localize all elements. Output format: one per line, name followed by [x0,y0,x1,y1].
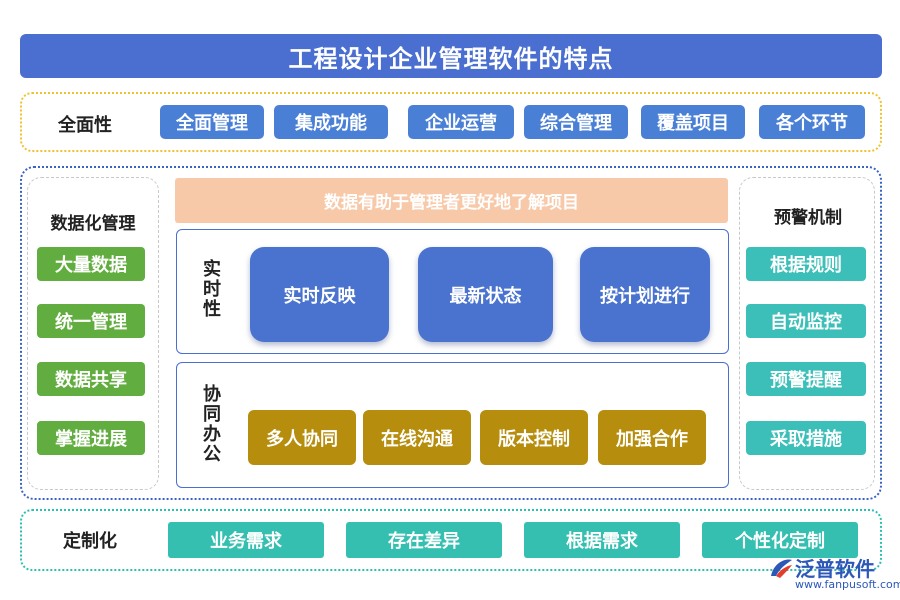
realtime-item: 实时反映 [250,247,389,342]
digital-management-panel [27,177,159,490]
collab-item: 版本控制 [480,410,588,465]
custom-section [20,509,882,571]
comprehensive-item: 集成功能 [274,105,388,139]
warning-item: 根据规则 [746,247,866,281]
comprehensive-item: 全面管理 [160,105,264,139]
center-banner: 数据有助于管理者更好地了解项目 [175,178,728,223]
custom-item: 存在差异 [346,522,502,558]
warning-panel [739,177,875,490]
realtime-label-char: 时 [203,279,221,301]
collab-label-char: 办 [203,424,221,445]
comprehensive-item: 各个环节 [759,105,865,139]
realtime-label-char: 实 [203,259,221,281]
collab-item: 多人协同 [248,410,356,465]
brand-name: 泛普软件 [795,557,875,581]
custom-item: 业务需求 [168,522,324,558]
collab-label-char: 公 [203,443,221,465]
realtime-item: 按计划进行 [580,247,710,342]
custom-label: 定制化 [63,531,117,552]
warning-item: 采取措施 [746,421,866,455]
digital-item: 统一管理 [37,304,145,338]
comprehensive-item: 企业运营 [408,105,514,139]
page-title: 工程设计企业管理软件的特点 [20,34,882,78]
warning-item: 自动监控 [746,304,866,338]
digital-item: 大量数据 [37,247,145,281]
warning-title: 预警机制 [774,207,842,228]
collab-item: 加强合作 [598,410,706,465]
brand-logo-icon [771,559,792,578]
realtime-label: 实 时 性 [196,255,228,325]
custom-item: 个性化定制 [702,522,858,558]
collab-label-char: 同 [203,404,221,426]
digital-item: 掌握进展 [37,421,145,455]
comprehensive-item: 综合管理 [524,105,628,139]
custom-item: 根据需求 [524,522,680,558]
middle-section [20,166,882,500]
digital-item: 数据共享 [37,362,145,396]
brand-url: www.fanpusoft.com [795,578,900,591]
collab-label: 协 同 办 公 [196,382,228,468]
digital-management-title: 数据化管理 [50,213,136,234]
realtime-label-char: 性 [203,298,221,320]
comprehensive-item: 覆盖项目 [641,105,745,139]
collab-item: 在线沟通 [363,410,471,465]
comprehensive-label: 全面性 [58,115,112,136]
realtime-item: 最新状态 [418,247,553,342]
collab-label-char: 协 [203,384,221,406]
comprehensive-section [20,92,882,152]
warning-item: 预警提醒 [746,362,866,396]
